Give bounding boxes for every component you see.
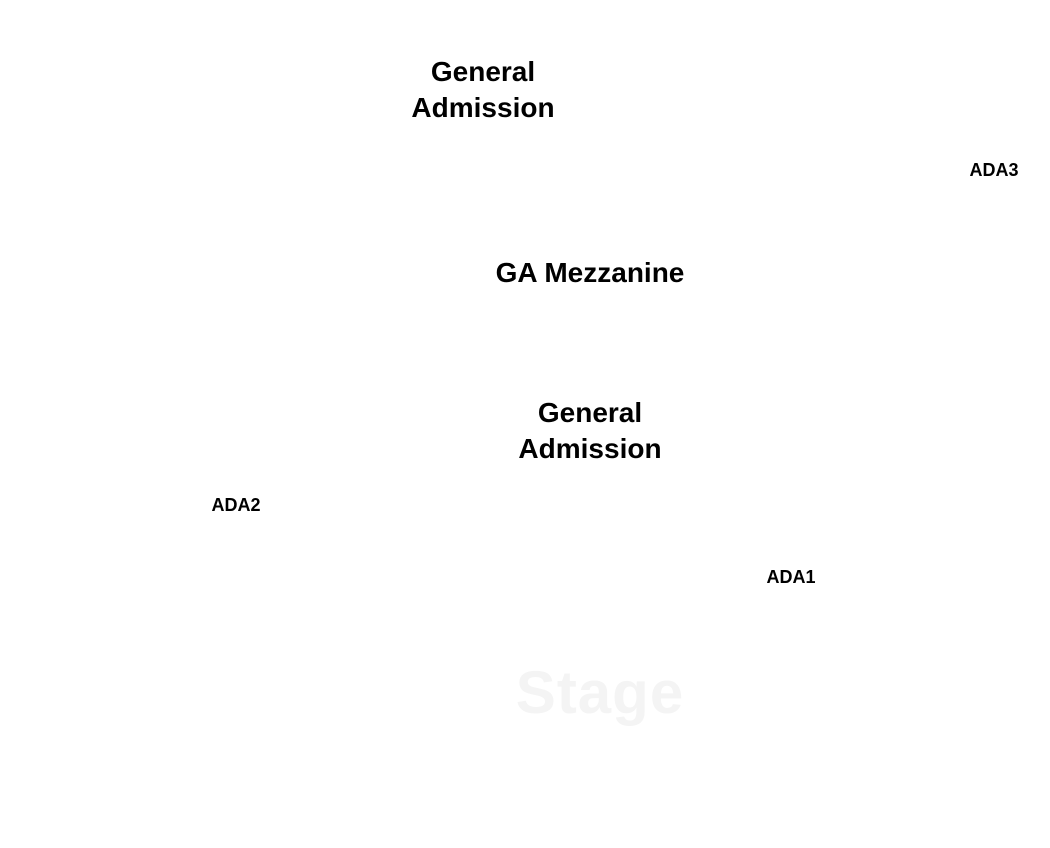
section-general-admission-center[interactable]: General Admission (498, 395, 682, 467)
section-label-line2: Admission (518, 433, 662, 464)
section-ga-mezzanine[interactable]: GA Mezzanine (470, 255, 710, 291)
section-label: GA Mezzanine (495, 257, 685, 288)
section-label: ADA1 (766, 567, 816, 587)
section-label: ADA3 (969, 160, 1019, 180)
section-ada1[interactable]: ADA1 (755, 566, 827, 588)
section-label-line1: General (537, 397, 643, 428)
section-label: ADA2 (211, 495, 261, 515)
section-general-admission-upper[interactable]: General Admission (392, 54, 574, 126)
section-label-line2: Admission (411, 92, 555, 123)
section-ada2[interactable]: ADA2 (200, 494, 272, 516)
section-label-line1: General (430, 56, 536, 87)
section-ada3[interactable]: ADA3 (958, 159, 1030, 181)
stage-label: Stage (515, 659, 685, 726)
